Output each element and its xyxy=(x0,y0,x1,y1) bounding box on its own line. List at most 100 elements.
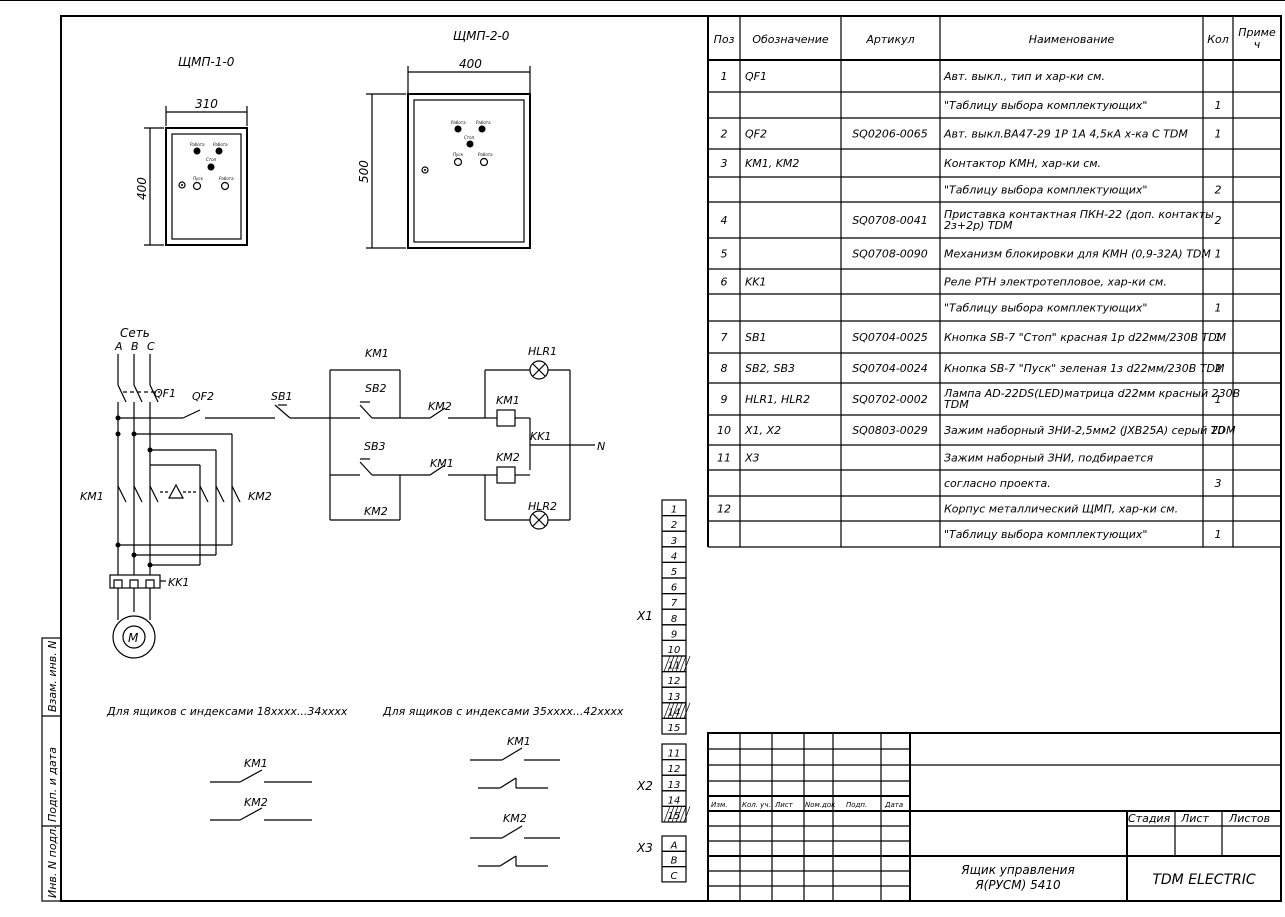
spec-article: SQ0708-0041 xyxy=(852,214,928,227)
qf1-label: QF1 xyxy=(154,387,176,400)
spec-header-cell: Наименование xyxy=(1029,33,1115,46)
km1-selfhold-label: KM1 xyxy=(365,347,389,360)
svg-text:Работа: Работа xyxy=(190,142,205,147)
spec-designation: QF1 xyxy=(745,70,767,83)
terminal-label: 12 xyxy=(668,676,681,687)
km1-power-label: KM1 xyxy=(80,490,104,503)
spec-row: "Таблицу выбора комплектующих" 1 xyxy=(944,99,1222,112)
x2-label: X2 xyxy=(636,779,653,793)
kk1-power-label: KK1 xyxy=(168,576,189,589)
terminal-label: A xyxy=(670,840,678,851)
spec-designation: KK1 xyxy=(745,276,766,289)
spec-header-note: Приме xyxy=(1238,26,1276,39)
terminal-label: 5 xyxy=(671,567,677,578)
spec-name: Реле РТН электротепловое, хар-ки см. xyxy=(944,276,1167,289)
terminal-cell xyxy=(661,717,687,735)
note-right: Для ящиков с индексами 35xxxx...42xxxx xyxy=(382,705,624,718)
terminal-label: 13 xyxy=(668,780,681,791)
km2-coil xyxy=(496,466,516,484)
spec-name: "Таблицу выбора комплектующих" xyxy=(944,528,1147,541)
svg-text:Работа: Работа xyxy=(213,142,228,147)
svg-text:Работа: Работа xyxy=(476,120,491,125)
terminal-label: 15 xyxy=(668,723,681,734)
sb1-label: SB1 xyxy=(271,390,293,403)
hlr1-label: HLR1 xyxy=(528,345,557,358)
terminal-label: C xyxy=(671,871,678,882)
terminal-label: 8 xyxy=(671,614,677,625)
km2-interlock-label: KM2 xyxy=(428,400,452,413)
spec-qty: 20 xyxy=(1211,424,1225,437)
km2-coil-label: KM2 xyxy=(496,451,520,464)
spec-row: 6 KK1 Реле РТН электротепловое, хар-ки см. xyxy=(721,276,1167,289)
spec-header-cell: Поз xyxy=(714,33,735,46)
terminal-cell xyxy=(661,865,687,883)
spec-designation: QF2 xyxy=(745,128,767,141)
stamp-replace-inv: Взам. инв. N xyxy=(46,641,59,712)
network-label: Сеть xyxy=(120,326,150,340)
qf2-label: QF2 xyxy=(192,390,214,403)
spec-article: SQ0708-0090 xyxy=(852,248,928,261)
spec-qty: 1 xyxy=(1215,331,1222,344)
terminal-label: 12 xyxy=(668,764,681,775)
spec-qty: 3 xyxy=(1215,477,1222,490)
tb-col-doc: Nом.док xyxy=(805,801,836,809)
spec-qty: 2 xyxy=(1215,362,1222,375)
x3-label: X3 xyxy=(636,841,653,855)
spec-name: "Таблицу выбора комплектующих" xyxy=(944,302,1147,315)
spec-qty: 2 xyxy=(1215,184,1222,197)
tb-col-kol: Кол. уч. xyxy=(742,801,771,809)
power-circuit: Сеть A B C QF1 xyxy=(80,326,272,659)
enclosure-2-width: 400 xyxy=(459,57,482,71)
spec-header-cell: Кол xyxy=(1207,33,1229,46)
km1-coil xyxy=(496,409,516,427)
svg-text:Работа: Работа xyxy=(219,176,234,181)
spec-pos: 6 xyxy=(721,276,728,289)
note-left: Для ящиков с индексами 18xxxx...34xxxx xyxy=(106,705,348,718)
spec-qty: 1 xyxy=(1215,99,1222,112)
spec-designation: HLR1, HLR2 xyxy=(745,393,810,406)
spec-name: Зажим наборный ЗНИ, подбирается xyxy=(944,452,1154,465)
spec-row: согласно проекта.3 xyxy=(944,477,1222,490)
spec-designation: SB2, SB3 xyxy=(745,362,795,375)
title-block: Изм. Кол. уч. Лист Nом.док Подп. Дата Ст… xyxy=(707,732,1282,902)
spec-row: "Таблицу выбора комплектующих"1 xyxy=(944,302,1222,315)
spec-header-cell: Артикул xyxy=(865,33,914,46)
specification-table: Поз Обозначение Артикул Наименование Кол Прим… xyxy=(707,16,1282,548)
svg-text:Стоп: Стоп xyxy=(464,135,475,140)
tb-stage: Стадия xyxy=(1128,812,1171,825)
spec-name: "Таблицу выбора комплектующих" xyxy=(944,99,1147,112)
spec-name: Механизм блокировки для КМН (0,9-32А) TD… xyxy=(944,248,1211,261)
tb-sheets: Листов xyxy=(1228,812,1270,825)
neutral-label: N xyxy=(597,440,605,453)
terminal-label: 4 xyxy=(671,551,677,562)
tb-name-2: Я(РУСМ) 5410 xyxy=(974,878,1061,892)
tb-col-date: Дата xyxy=(884,801,903,809)
hlr2-label: HLR2 xyxy=(528,500,557,513)
spec-row: "Таблицу выбора комплектующих"2 xyxy=(944,184,1222,197)
terminal-label: 11 xyxy=(668,661,681,672)
spec-article: SQ0704-0024 xyxy=(852,362,928,375)
spec-name: Корпус металлический ЩМП, хар-ки см. xyxy=(944,503,1178,516)
svg-text:KM1: KM1 xyxy=(244,757,268,770)
spec-qty: 1 xyxy=(1215,393,1222,406)
spec-header-cell: Обозначение xyxy=(752,33,829,46)
terminal-label: 14 xyxy=(668,795,681,806)
spec-name: Авт. выкл.ВА47-29 1Р 1А 4,5кА х-ка С TDM xyxy=(943,128,1188,141)
enclosure-1-height: 400 xyxy=(135,177,149,200)
km2-selfhold-label: KM2 xyxy=(364,505,388,518)
side-stamp: Взам. инв. N Подп. и дата Инв. N подл. xyxy=(41,637,62,902)
spec-pos: 8 xyxy=(721,362,728,375)
spec-pos: 7 xyxy=(721,331,728,344)
terminal-label: 14 xyxy=(668,707,681,718)
terminal-label: 15 xyxy=(668,811,681,822)
svg-text:Пуск: Пуск xyxy=(193,176,204,181)
spec-name: Лампа AD-22DS(LED)матрица d22мм красный … xyxy=(943,387,1240,411)
